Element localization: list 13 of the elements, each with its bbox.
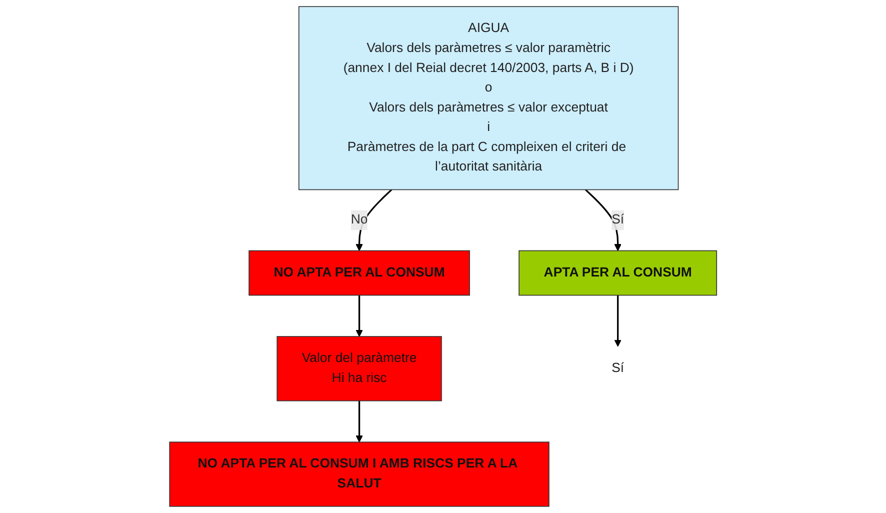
- node-box: AIGUA Valors dels paràmetres ≤ valor paramètric (annex I del Reial decret 140/2003, parts A, B i D) o Valors dels paràmetres ≤ valor exceptuat i Paràmetres de la part C compleixen el criteri de l’autoritat sanitària: [298, 6, 679, 190]
- node-box: NO APTA PER AL CONSUM: [248, 250, 470, 296]
- arrow: [356, 400, 363, 442]
- edge-label: No: [350, 212, 368, 227]
- node-box: NO APTA PER AL CONSUM I AMB RISCS PER A LA SALUT: [169, 442, 550, 507]
- arrow: [356, 295, 363, 337]
- node-text: Sí: [611, 361, 624, 376]
- arrow: [584, 189, 622, 252]
- node-box: Valor del paràmetre Hi ha risc: [276, 336, 442, 402]
- arrow: [356, 189, 392, 252]
- node-box: APTA PER AL CONSUM: [518, 250, 717, 296]
- edge-label: Sí: [611, 212, 624, 227]
- arrow: [614, 295, 622, 347]
